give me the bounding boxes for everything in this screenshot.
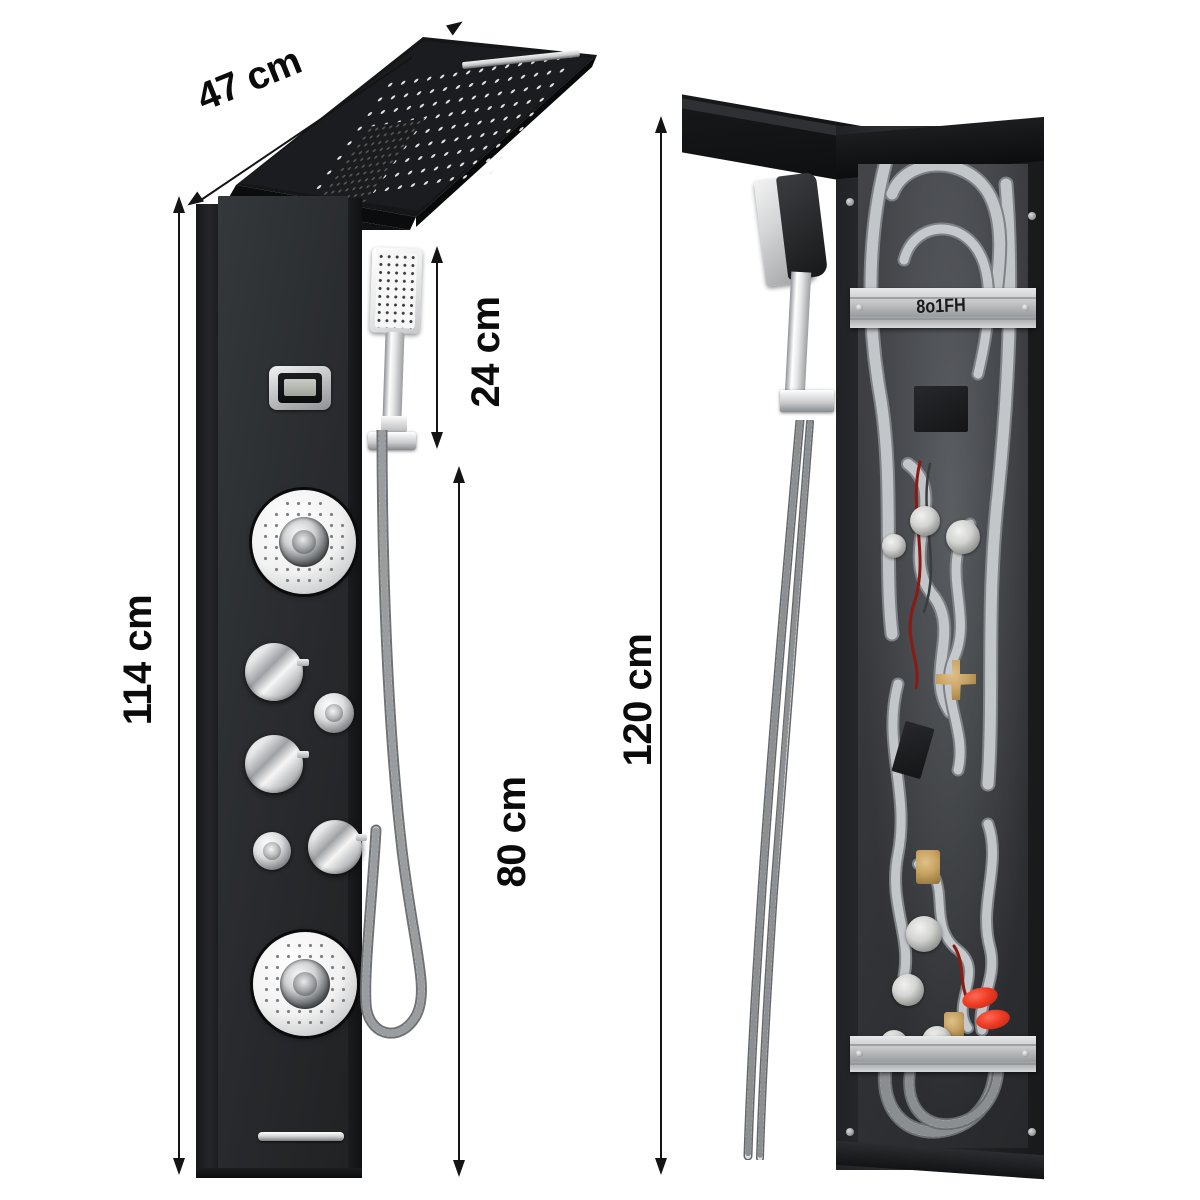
dimension-arrow-80	[450, 466, 470, 1178]
rail-bottom-groove-2	[850, 1063, 1036, 1065]
panel-bottom-cap	[196, 1168, 362, 1178]
dimension-arrowhead-120-top	[655, 116, 667, 133]
dimension-arrowhead-24-bottom	[431, 432, 443, 449]
rear-view-group: 8o1FH	[660, 0, 1200, 1200]
dimension-arrow-114	[170, 196, 190, 1176]
mixer-knob-bottom[interactable]	[308, 820, 367, 874]
knob-lever-bottom	[356, 834, 367, 841]
dimension-arrow-24	[428, 246, 448, 450]
body-jet-lower-left[interactable]	[253, 832, 291, 870]
rail-top-groove-1	[850, 297, 1036, 299]
upper-jet-core-inner	[292, 530, 316, 554]
brass-fitting-lower	[916, 850, 940, 884]
panel-right-edge	[348, 198, 362, 1174]
outlet-disc-4	[906, 916, 942, 952]
upper-massage-jet[interactable]	[252, 490, 356, 594]
dimension-arrowhead-114-bottom	[173, 1158, 185, 1175]
lower-jet-core	[280, 959, 330, 1009]
dimension-arrow-120	[652, 116, 672, 1176]
dimension-line-114	[178, 210, 180, 1162]
rear-cavity	[858, 164, 1028, 1148]
dimension-line-120	[660, 130, 662, 1162]
diverter-knob-lower[interactable]	[245, 735, 309, 793]
chassis-screw-top-right	[1028, 212, 1036, 220]
mounting-rail-top: 8o1FH	[850, 288, 1036, 328]
dimension-label-24: 24 cm	[464, 296, 508, 408]
hand-shower-handle	[382, 331, 405, 421]
rear-hand-shower-handle	[784, 271, 812, 397]
knob-lever-lower	[297, 751, 309, 758]
chassis-screw-bottom-left	[846, 1128, 854, 1136]
rear-braided-hose	[743, 420, 814, 1160]
outlet-disc-5	[892, 974, 924, 1006]
dimension-arrowhead-80-bottom	[453, 1160, 465, 1177]
knob-lever-upper	[297, 659, 309, 666]
dimension-label-114: 114 cm	[116, 594, 160, 726]
lower-massage-jet[interactable]	[253, 932, 357, 1036]
dimension-line-24	[436, 260, 438, 436]
outlet-disc-1	[910, 506, 940, 536]
chassis-screw-top-left	[846, 198, 854, 206]
rail-top-groove-2	[850, 318, 1036, 320]
display-screen	[284, 379, 316, 396]
rear-hand-shower-holder	[780, 390, 834, 412]
hand-shower-collar	[381, 416, 407, 432]
rail-bottom-screw-right	[1022, 1050, 1029, 1057]
hand-shower-head	[369, 247, 423, 334]
outlet-disc-3	[882, 534, 906, 558]
panel-left-edge	[196, 204, 218, 1176]
control-box-upper	[914, 386, 968, 432]
dimension-label-120: 120 cm	[616, 633, 660, 767]
temperature-display[interactable]	[269, 366, 331, 410]
dimension-arrowhead-114-top	[173, 196, 185, 213]
rail-bottom-screw-left	[856, 1050, 863, 1057]
cavity-handwritten-label: 8o1FH	[916, 294, 967, 319]
dimension-arrow-47	[184, 16, 470, 218]
dimension-arrowhead-24-top	[431, 246, 443, 263]
chassis-screw-bottom-right	[1028, 1128, 1036, 1136]
front-view-group	[196, 37, 597, 1178]
outlet-disc-2	[946, 520, 980, 554]
mounting-rail-bottom	[850, 1036, 1036, 1072]
rear-hand-shower[interactable]	[753, 171, 890, 432]
hand-shower[interactable]	[366, 247, 436, 450]
tub-spout-slot	[258, 1132, 344, 1141]
hand-shower-face	[374, 252, 418, 329]
dimension-label-80: 80 cm	[490, 776, 534, 888]
diverter-knob-upper[interactable]	[245, 643, 309, 701]
flexible-hose	[360, 430, 427, 1039]
rail-top-screw-right	[1022, 304, 1029, 311]
body-jet-upper-right[interactable]	[314, 693, 354, 733]
upper-jet-core	[279, 517, 329, 567]
body-jet-lower-left-core	[263, 842, 281, 860]
dimension-arrowhead-120-bottom	[655, 1158, 667, 1175]
rail-top-screw-left	[856, 304, 863, 311]
body-jet-upper-right-core	[325, 704, 343, 722]
rail-bottom-groove-1	[850, 1044, 1036, 1046]
dimension-line-80	[458, 480, 460, 1164]
lower-jet-core-inner	[293, 972, 317, 996]
dimension-arrowhead-80-top	[453, 466, 465, 483]
